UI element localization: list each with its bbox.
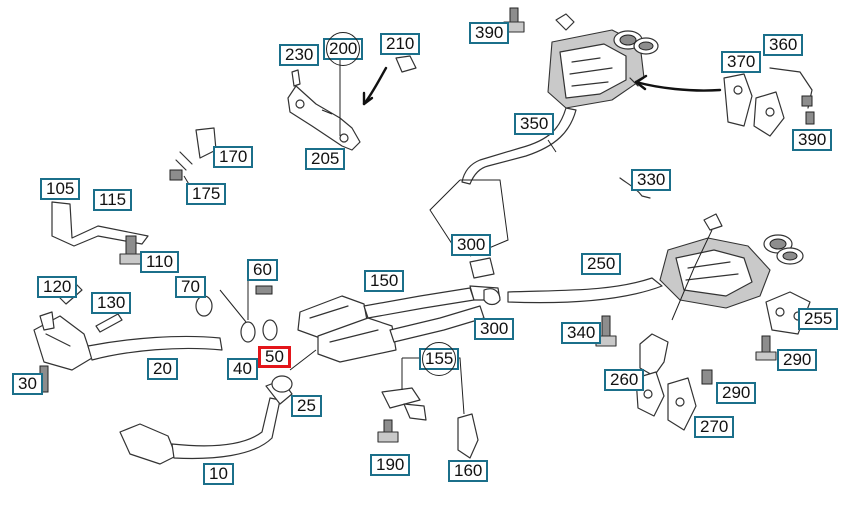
callout-370[interactable]: 370 (721, 51, 762, 73)
bracket-115 (51, 201, 149, 247)
callout-105[interactable]: 105 (40, 178, 81, 200)
callout-120[interactable]: 120 (37, 276, 78, 298)
callout-150[interactable]: 150 (364, 270, 405, 292)
callout-25[interactable]: 25 (291, 395, 322, 417)
callout-50-highlighted[interactable]: 50 (258, 346, 291, 368)
sensor-130 (95, 313, 123, 333)
callout-110[interactable]: 110 (140, 251, 180, 273)
callout-40[interactable]: 40 (227, 358, 258, 380)
callout-390-right[interactable]: 390 (792, 129, 833, 151)
callout-210[interactable]: 210 (380, 33, 421, 55)
callout-260[interactable]: 260 (604, 369, 645, 391)
callout-270[interactable]: 270 (694, 416, 735, 438)
callout-250[interactable]: 250 (581, 253, 622, 275)
callout-20[interactable]: 20 (147, 358, 178, 380)
front-pipe-10 (119, 379, 293, 465)
callout-290-lower[interactable]: 290 (716, 382, 757, 404)
bracket-170 (169, 127, 217, 187)
callout-10[interactable]: 10 (203, 463, 234, 485)
pipe-250 (507, 277, 663, 304)
front-pipe-20 (33, 311, 223, 371)
rear-muffler-upper (547, 13, 659, 109)
callout-160[interactable]: 160 (448, 460, 489, 482)
callout-130[interactable]: 130 (91, 292, 132, 314)
callout-205[interactable]: 205 (305, 148, 346, 170)
gasket-40 (240, 321, 256, 343)
callout-300-upper[interactable]: 300 (451, 234, 492, 256)
callout-60[interactable]: 60 (247, 259, 278, 281)
arrow-370 (634, 80, 722, 92)
hanger-260-270 (635, 333, 713, 431)
bracket-205 (287, 55, 417, 151)
bolts-right (503, 7, 777, 361)
gasket-70 (195, 295, 213, 317)
callout-170[interactable]: 170 (213, 146, 254, 168)
callout-115[interactable]: 115 (93, 189, 133, 211)
catalytic-converters-150 (297, 179, 509, 363)
callout-330[interactable]: 330 (631, 169, 672, 191)
clamp-50 (271, 375, 293, 393)
callout-155[interactable]: 155 (419, 342, 460, 376)
bolt-60 (255, 285, 273, 295)
callout-360[interactable]: 360 (763, 34, 804, 56)
callout-190[interactable]: 190 (370, 454, 411, 476)
callout-175[interactable]: 175 (186, 183, 227, 205)
callout-290-right[interactable]: 290 (777, 349, 818, 371)
hanger-370-360 (723, 67, 813, 137)
rear-muffler-lower (659, 213, 804, 321)
callout-70[interactable]: 70 (175, 276, 206, 298)
callout-340[interactable]: 340 (561, 322, 602, 344)
callout-255[interactable]: 255 (798, 308, 839, 330)
callout-350[interactable]: 350 (514, 113, 555, 135)
callout-200[interactable]: 200 (323, 32, 364, 66)
hanger-155 (377, 357, 479, 459)
callout-390-top[interactable]: 390 (469, 22, 510, 44)
callout-230[interactable]: 230 (279, 44, 320, 66)
callout-30[interactable]: 30 (12, 373, 43, 395)
intermediate-pipe-350 (461, 107, 577, 185)
callout-300-lower[interactable]: 300 (474, 318, 515, 340)
